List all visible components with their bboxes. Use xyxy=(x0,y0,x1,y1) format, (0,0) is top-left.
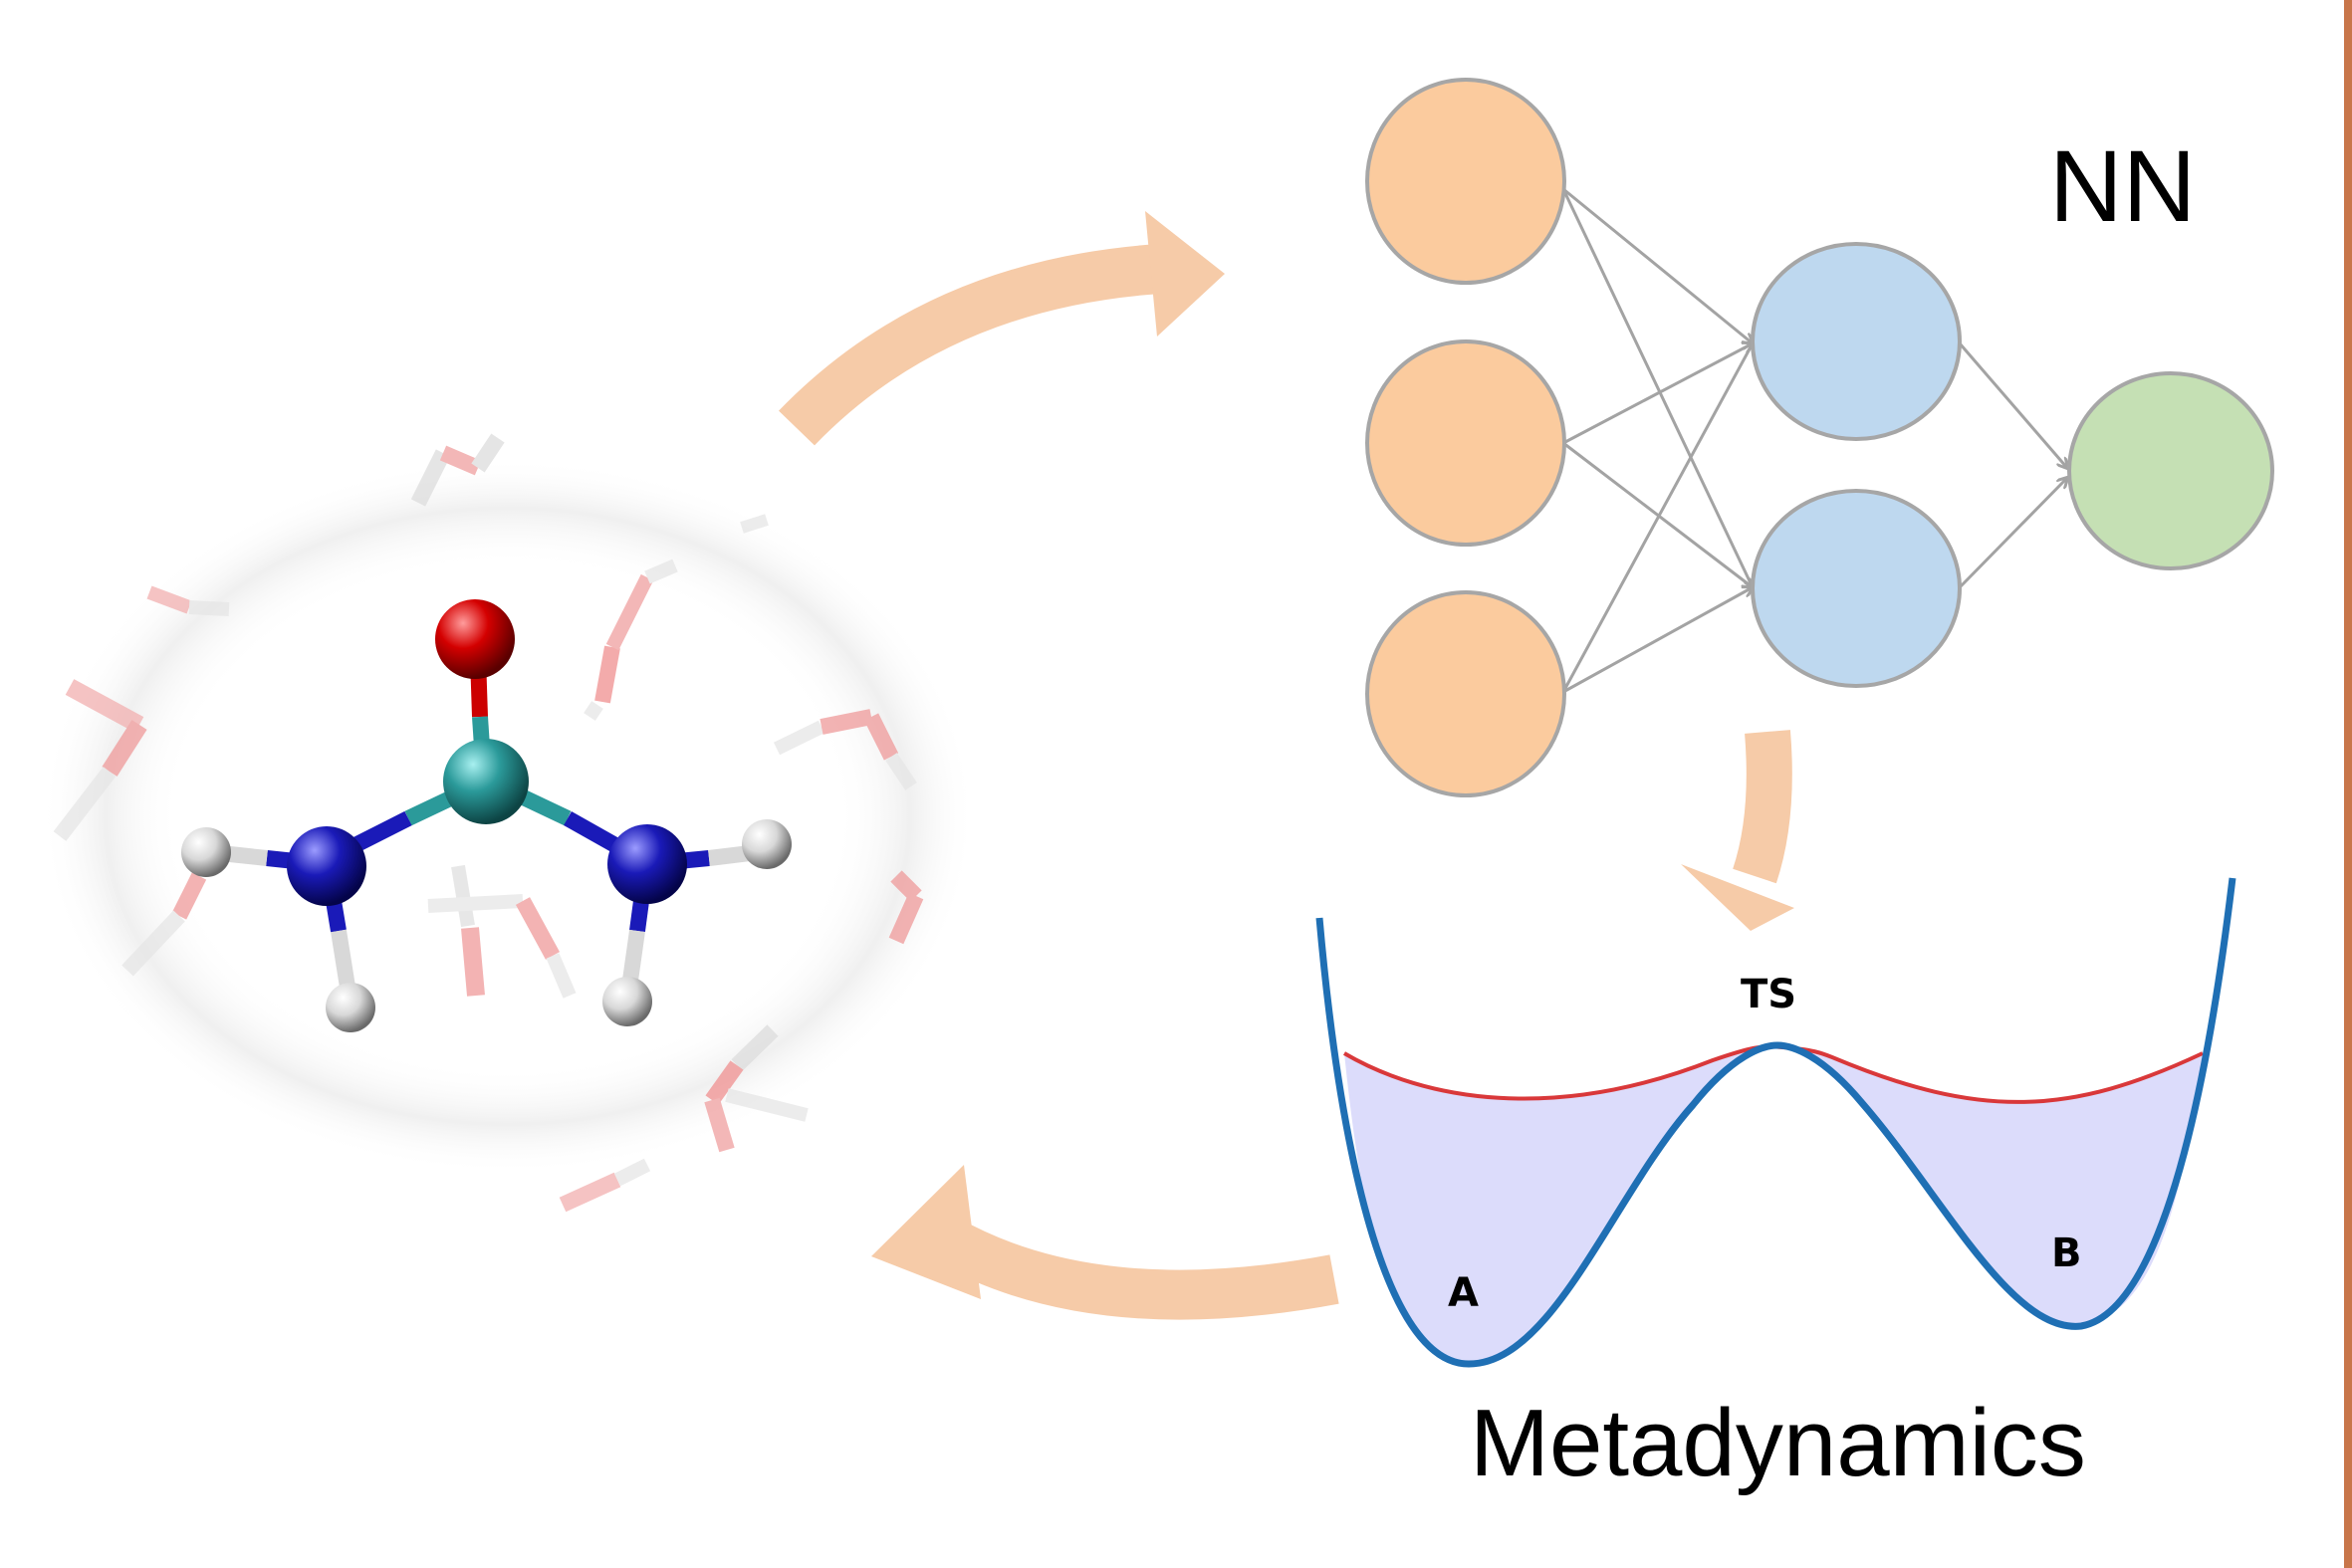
input-node xyxy=(1365,590,1566,797)
metadynamics-panel: TS A B Metadynamics xyxy=(1315,877,2236,1496)
hidden-node xyxy=(1751,489,1962,688)
atom-hydrogen xyxy=(602,977,652,1026)
bias-potential-curve xyxy=(1342,1044,2204,1104)
output-node xyxy=(2067,371,2274,570)
water-molecule xyxy=(773,709,917,790)
connection xyxy=(1562,343,1753,445)
frame-edge xyxy=(2344,0,2352,1568)
connection xyxy=(1561,188,1753,587)
atom-nitrogen xyxy=(287,826,366,906)
state-b-label: B xyxy=(2051,1231,2082,1276)
water-molecule xyxy=(559,1158,651,1213)
method-label: Metadynamics xyxy=(1470,1390,2086,1496)
water-molecule xyxy=(584,559,678,721)
molecule-atoms xyxy=(181,599,792,1032)
cycle-arrows xyxy=(779,211,1794,1320)
input-node xyxy=(1365,339,1566,547)
atom-oxygen xyxy=(435,599,515,679)
connection xyxy=(1958,342,2067,468)
atom-hydrogen xyxy=(326,983,375,1032)
water-molecules xyxy=(53,433,924,1213)
state-a-label: A xyxy=(1448,1270,1479,1316)
atom-nitrogen xyxy=(607,824,687,904)
water-molecule xyxy=(888,870,924,945)
water-molecule xyxy=(704,1024,809,1153)
connection xyxy=(1958,478,2067,589)
water-molecule xyxy=(53,679,147,841)
arrow-to-molecule-head xyxy=(871,1165,981,1299)
arrow-to-molecule xyxy=(933,1218,1339,1320)
water-molecule xyxy=(146,585,230,616)
nn-connections xyxy=(1561,187,2067,694)
connection xyxy=(1562,587,1753,694)
neural-network: NN xyxy=(1365,78,2274,797)
water-molecule xyxy=(740,514,769,534)
connection xyxy=(1561,343,1753,693)
network-label: NN xyxy=(2049,129,2196,243)
water-molecule xyxy=(410,433,505,507)
nn-nodes xyxy=(1365,78,2274,797)
arrow-to-network-head xyxy=(1145,211,1225,336)
free-energy-curve xyxy=(1315,877,2236,1368)
atom-hydrogen xyxy=(181,827,231,877)
molecule-panel xyxy=(40,433,976,1213)
input-node xyxy=(1365,78,1566,285)
transition-state-label: TS xyxy=(1741,972,1796,1017)
atom-hydrogen xyxy=(742,819,792,869)
arrow-to-metadynamics xyxy=(1733,730,1792,884)
hidden-node xyxy=(1751,242,1962,441)
connection xyxy=(1562,187,1753,343)
arrow-to-network xyxy=(779,244,1162,446)
water-molecule xyxy=(427,864,577,999)
water-molecule xyxy=(121,872,207,977)
arrow-to-metadynamics-head xyxy=(1681,864,1794,931)
atom-carbon xyxy=(443,739,529,824)
filled-well-area xyxy=(1344,1045,2203,1364)
